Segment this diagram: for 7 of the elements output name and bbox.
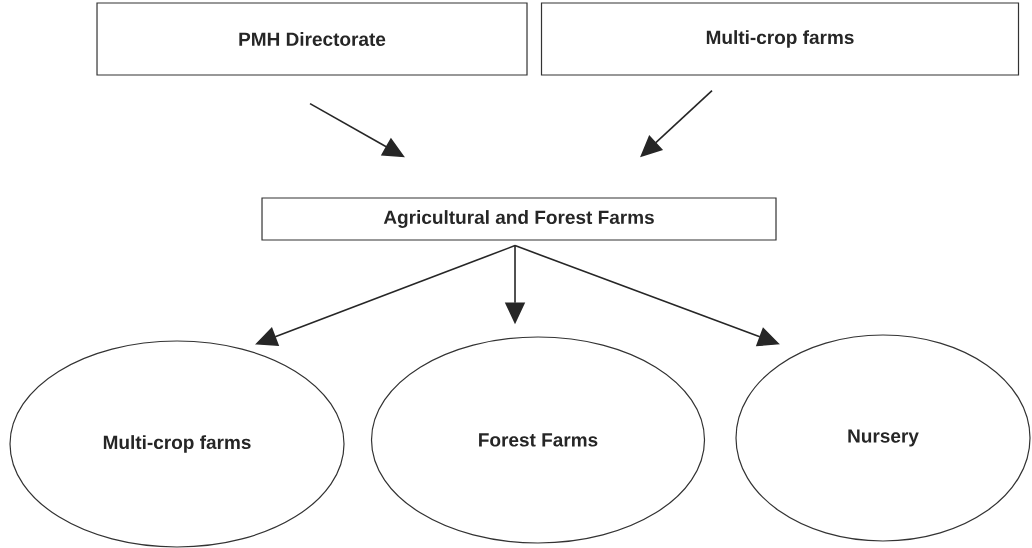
process-box: Multi-crop farms [540,2,1020,76]
ellipse-node: Nursery [735,334,1031,542]
ellipse-node: Forest Farms [370,336,706,544]
ellipse-node: Multi-crop farms [9,340,345,548]
process-box: PMH Directorate [96,2,528,76]
process-box: Agricultural and Forest Farms [261,197,777,241]
arrow [309,102,405,158]
